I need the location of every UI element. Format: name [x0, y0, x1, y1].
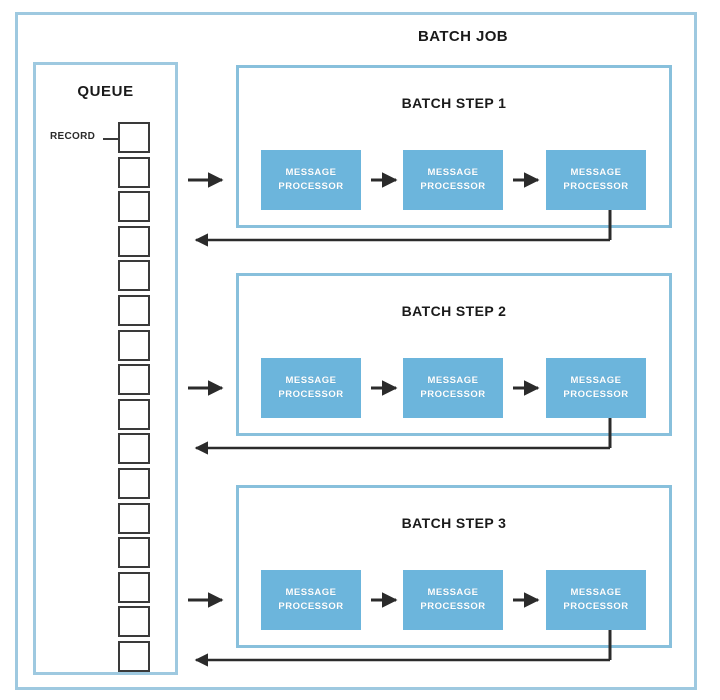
queue-record-cell — [118, 225, 150, 257]
queue-record-cell — [118, 606, 150, 638]
message-processor-label-line2: PROCESSOR — [278, 389, 344, 400]
queue-record-cell — [118, 433, 150, 465]
record-label: RECORD — [50, 131, 96, 142]
queue-record-cell — [118, 191, 150, 223]
batch-step-title-2: BATCH STEP 2 — [401, 303, 507, 319]
message-processor-label-line2: PROCESSOR — [278, 601, 344, 612]
message-processor-label-line1: MESSAGE — [570, 167, 622, 179]
message-processor-label-line2: PROCESSOR — [278, 181, 344, 192]
queue-record-cell — [118, 468, 150, 499]
queue-record-cell — [118, 295, 150, 326]
message-processor-label-line1: MESSAGE — [427, 375, 479, 387]
message-processor-label-line1: MESSAGE — [427, 587, 479, 599]
message-processor-label-line2: PROCESSOR — [563, 601, 629, 612]
message-processor-1-1: MESSAGE PROCESSOR — [261, 150, 361, 210]
message-processor-label-line2: PROCESSOR — [420, 181, 486, 192]
queue-frame — [33, 62, 178, 675]
message-processor-label-line1: MESSAGE — [285, 375, 337, 387]
queue-record-cell — [118, 571, 150, 603]
message-processor-label-line2: PROCESSOR — [563, 389, 629, 400]
message-processor-2-3: MESSAGE PROCESSOR — [546, 358, 646, 418]
queue-record-cell — [118, 122, 150, 153]
message-processor-1-3: MESSAGE PROCESSOR — [546, 150, 646, 210]
message-processor-1-2: MESSAGE PROCESSOR — [403, 150, 503, 210]
record-connector-line — [103, 138, 118, 140]
batch-job-title: BATCH JOB — [418, 28, 508, 45]
message-processor-label-line1: MESSAGE — [285, 167, 337, 179]
queue-record-cell — [118, 641, 150, 672]
queue-record-cell — [118, 156, 150, 188]
message-processor-label-line2: PROCESSOR — [563, 181, 629, 192]
batch-step-title-3: BATCH STEP 3 — [401, 515, 507, 531]
message-processor-label-line1: MESSAGE — [570, 375, 622, 387]
batch-step-title-1: BATCH STEP 1 — [401, 95, 507, 111]
message-processor-2-1: MESSAGE PROCESSOR — [261, 358, 361, 418]
queue-record-cell — [118, 329, 150, 361]
message-processor-3-1: MESSAGE PROCESSOR — [261, 570, 361, 630]
queue-record-cell — [118, 398, 150, 430]
queue-title: QUEUE — [77, 83, 134, 100]
queue-record-cell — [118, 260, 150, 292]
message-processor-label-line1: MESSAGE — [285, 587, 337, 599]
message-processor-label-line1: MESSAGE — [427, 167, 479, 179]
message-processor-label-line2: PROCESSOR — [420, 389, 486, 400]
message-processor-2-2: MESSAGE PROCESSOR — [403, 358, 503, 418]
message-processor-3-3: MESSAGE PROCESSOR — [546, 570, 646, 630]
queue-record-cell — [118, 537, 150, 569]
message-processor-label-line1: MESSAGE — [570, 587, 622, 599]
queue-record-cell — [118, 364, 150, 396]
message-processor-label-line2: PROCESSOR — [420, 601, 486, 612]
queue-record-cell — [118, 502, 150, 534]
message-processor-3-2: MESSAGE PROCESSOR — [403, 570, 503, 630]
